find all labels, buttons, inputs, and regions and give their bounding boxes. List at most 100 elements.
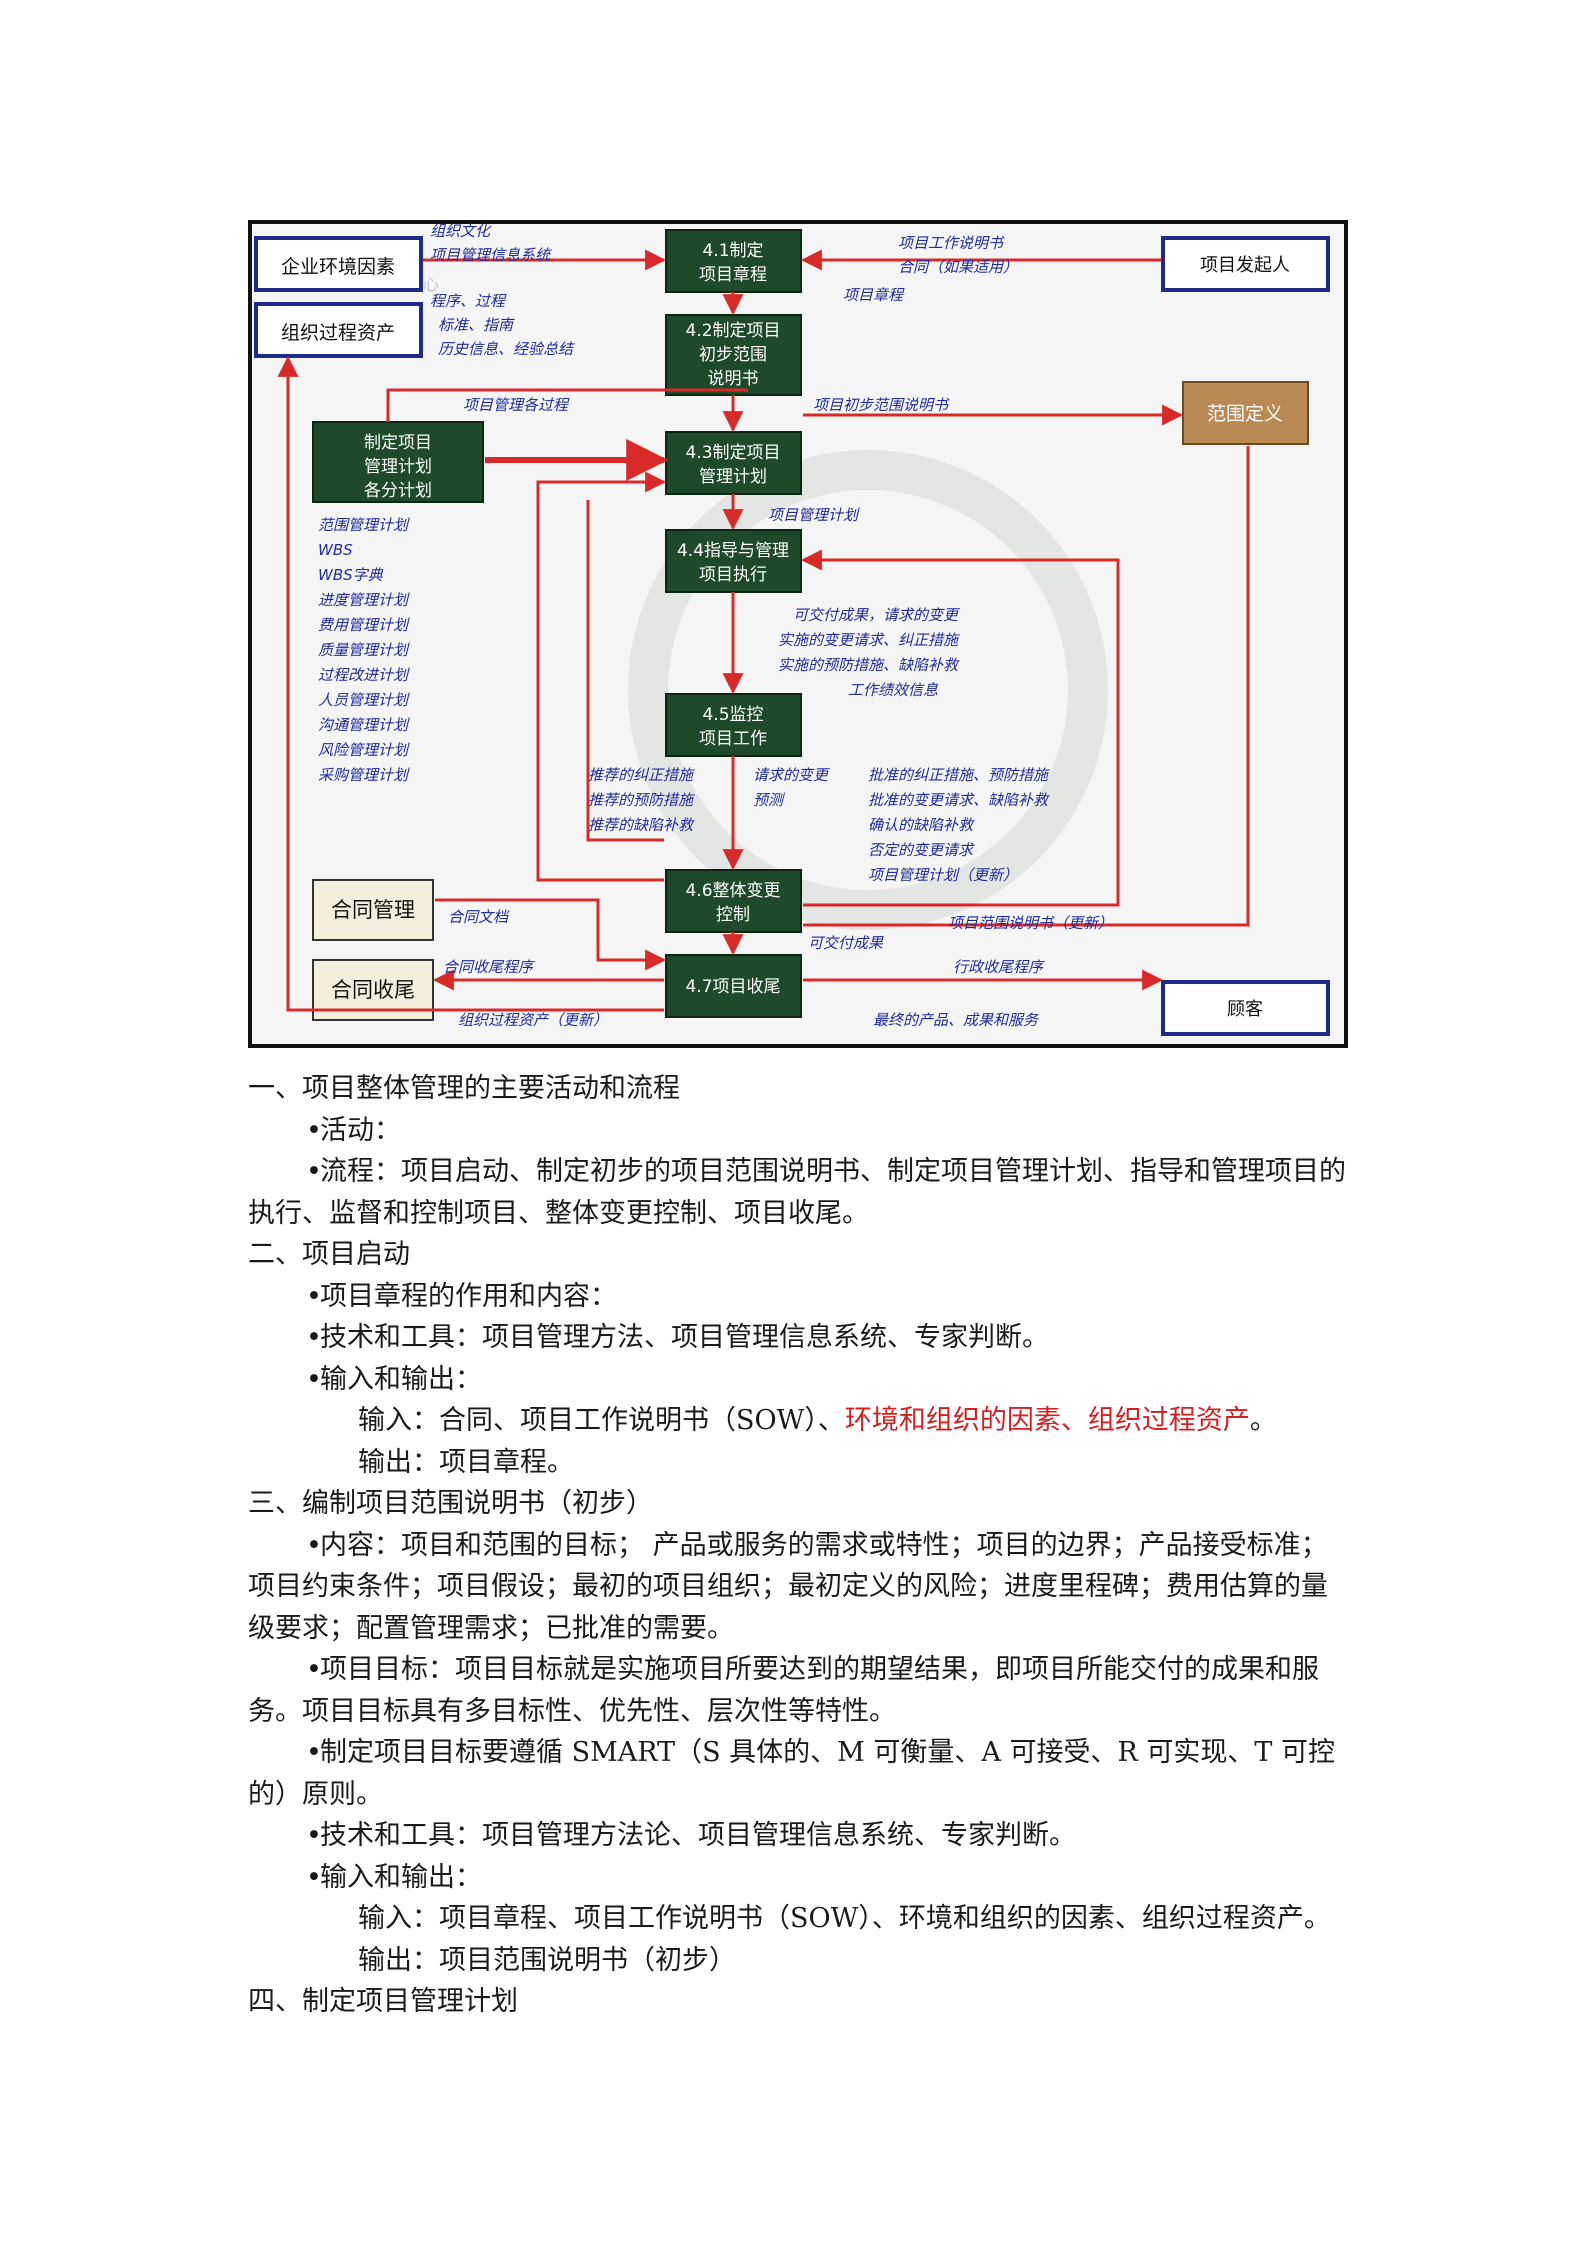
subplans-box bbox=[312, 421, 484, 503]
s3-io-line: •输入和输出： bbox=[306, 1861, 482, 1893]
svg-text:批准的变更请求、缺陷补救: 批准的变更请求、缺陷补救 bbox=[868, 791, 1050, 809]
svg-text:项目章程: 项目章程 bbox=[843, 286, 905, 304]
svg-text:否定的变更请求: 否定的变更请求 bbox=[868, 841, 975, 859]
process-4-6-box bbox=[665, 869, 802, 933]
sponsor-box: 项目发起人 bbox=[1161, 236, 1330, 292]
section-3-title: 三、编制项目范围说明书（初步） bbox=[248, 1488, 653, 1519]
org-assets-box: 组织过程资产 bbox=[254, 302, 423, 358]
svg-text:合同管理: 合同管理 bbox=[331, 898, 415, 922]
svg-text:实施的变更请求、纠正措施: 实施的变更请求、纠正措施 bbox=[778, 631, 960, 649]
svg-text:项目管理各过程: 项目管理各过程 bbox=[463, 396, 570, 414]
svg-text:确认的缺陷补救: 确认的缺陷补救 bbox=[868, 816, 975, 834]
svg-text:沟通管理计划: 沟通管理计划 bbox=[318, 716, 410, 734]
svg-text:控制: 控制 bbox=[716, 905, 750, 925]
svg-text:组织过程资产（更新）: 组织过程资产（更新） bbox=[458, 1011, 608, 1029]
s3-input-line: 输入：项目章程、项目工作说明书（SOW）、环境和组织的因素、组织过程资产。 bbox=[358, 1903, 1331, 1934]
svg-text:过程改进计划: 过程改进计划 bbox=[318, 666, 410, 684]
svg-text:可交付成果，请求的变更: 可交付成果，请求的变更 bbox=[793, 606, 960, 624]
s2-tools-line: •技术和工具：项目管理方法、项目管理信息系统、专家判断。 bbox=[306, 1322, 1049, 1353]
svg-text:行政收尾程序: 行政收尾程序 bbox=[953, 958, 1045, 976]
contract-management-box: 合同管理 bbox=[312, 879, 434, 941]
svg-text:管理计划: 管理计划 bbox=[699, 467, 767, 487]
process-4-5-box bbox=[665, 693, 802, 757]
svg-text:人员管理计划: 人员管理计划 bbox=[318, 691, 410, 709]
svg-text:费用管理计划: 费用管理计划 bbox=[318, 616, 410, 634]
svg-text:项目执行: 项目执行 bbox=[699, 565, 767, 585]
integration-management-flow-diagram: 希赛教育中心 企业环境因素 组织过程资产 项目发起人 顾客 范围定义 合同管理 … bbox=[248, 220, 1348, 1048]
svg-text:进度管理计划: 进度管理计划 bbox=[318, 591, 410, 609]
svg-text:批准的纠正措施、预防措施: 批准的纠正措施、预防措施 bbox=[868, 766, 1050, 784]
svg-text:历史信息、经验总结: 历史信息、经验总结 bbox=[438, 340, 575, 358]
svg-text:管理计划: 管理计划 bbox=[364, 457, 432, 477]
section-2-title: 二、项目启动 bbox=[248, 1239, 410, 1270]
s2-output-line: 输出：项目章程。 bbox=[358, 1446, 574, 1478]
s3-tools-line: •技术和工具：项目管理方法论、项目管理信息系统、专家判断。 bbox=[306, 1820, 1076, 1851]
s2-charter-line: •项目章程的作用和内容： bbox=[306, 1280, 617, 1312]
svg-text:4.7项目收尾: 4.7项目收尾 bbox=[685, 977, 780, 997]
svg-text:4.1制定: 4.1制定 bbox=[702, 241, 763, 261]
svg-text:组织过程资产: 组织过程资产 bbox=[281, 322, 395, 344]
svg-text:顾客: 顾客 bbox=[1227, 999, 1263, 1020]
s3-content-line: •内容：项目和范围的目标； 产品或服务的需求或特性；项目的边界；产品接受标准；项… bbox=[248, 1529, 1328, 1644]
section-1-title: 一、项目整体管理的主要活动和流程 bbox=[248, 1073, 680, 1104]
svg-text:4.4指导与管理: 4.4指导与管理 bbox=[677, 541, 789, 561]
s1-flow-line: •流程：项目启动、制定初步的项目范围说明书、制定项目管理计划、指导和管理项目的执… bbox=[248, 1156, 1346, 1229]
s3-smart-line: •制定项目目标要遵循 SMART（S 具体的、M 可衡量、A 可接受、R 可实现… bbox=[248, 1737, 1335, 1810]
process-4-7-box bbox=[665, 954, 802, 1018]
customer-box: 顾客 bbox=[1161, 980, 1330, 1036]
svg-text:4.5监控: 4.5监控 bbox=[702, 705, 763, 725]
watermark-logo bbox=[628, 450, 1108, 930]
svg-text:项目发起人: 项目发起人 bbox=[1200, 255, 1290, 276]
svg-text:推荐的预防措施: 推荐的预防措施 bbox=[588, 791, 695, 809]
svg-text:说明书: 说明书 bbox=[708, 369, 759, 389]
svg-text:采购管理计划: 采购管理计划 bbox=[318, 766, 410, 784]
s1-activity-line: •活动： bbox=[306, 1114, 401, 1146]
svg-text:推荐的缺陷补救: 推荐的缺陷补救 bbox=[588, 816, 695, 834]
svg-text:制定项目: 制定项目 bbox=[364, 433, 432, 453]
svg-text:程序、过程: 程序、过程 bbox=[430, 292, 507, 310]
svg-text:项目管理计划: 项目管理计划 bbox=[768, 506, 860, 524]
svg-text:项目工作: 项目工作 bbox=[699, 729, 767, 749]
svg-text:最终的产品、成果和服务: 最终的产品、成果和服务 bbox=[873, 1011, 1040, 1029]
svg-text:WBS字典: WBS字典 bbox=[318, 566, 384, 584]
svg-text:各分计划: 各分计划 bbox=[364, 481, 432, 501]
svg-text:4.3制定项目: 4.3制定项目 bbox=[685, 443, 780, 463]
svg-text:合同收尾: 合同收尾 bbox=[331, 978, 415, 1002]
svg-text:标准、指南: 标准、指南 bbox=[438, 316, 515, 334]
svg-text:企业环境因素: 企业环境因素 bbox=[281, 256, 395, 278]
svg-text:风险管理计划: 风险管理计划 bbox=[318, 741, 410, 759]
document-body: 一、项目整体管理的主要活动和流程 •活动： •流程：项目启动、制定初步的项目范围… bbox=[248, 1068, 1352, 2023]
scope-definition-box: 范围定义 bbox=[1182, 381, 1309, 445]
svg-text:可交付成果: 可交付成果 bbox=[808, 934, 884, 952]
svg-text:实施的预防措施、缺陷补救: 实施的预防措施、缺陷补救 bbox=[778, 656, 960, 674]
svg-text:项目管理计划（更新）: 项目管理计划（更新） bbox=[868, 866, 1018, 884]
svg-text:推荐的纠正措施: 推荐的纠正措施 bbox=[588, 766, 695, 784]
svg-text:初步范围: 初步范围 bbox=[699, 345, 767, 365]
svg-text:项目工作说明书: 项目工作说明书 bbox=[898, 234, 1005, 252]
s2-input-line: 输入：合同、项目工作说明书（SOW）、环境和组织的因素、组织过程资产。 bbox=[358, 1405, 1277, 1436]
s2-input-highlight: 环境和组织的因素、组织过程资产 bbox=[844, 1405, 1250, 1436]
svg-text:合同（如果适用）: 合同（如果适用） bbox=[898, 258, 1018, 276]
svg-text:合同文档: 合同文档 bbox=[448, 908, 510, 926]
svg-text:项目范围说明书（更新）: 项目范围说明书（更新） bbox=[948, 914, 1113, 932]
svg-text:项目管理信息系统: 项目管理信息系统 bbox=[430, 246, 552, 264]
svg-text:范围定义: 范围定义 bbox=[1207, 403, 1283, 425]
svg-text:项目章程: 项目章程 bbox=[699, 265, 767, 285]
s2-io-line: •输入和输出： bbox=[306, 1363, 482, 1395]
svg-text:范围管理计划: 范围管理计划 bbox=[318, 516, 410, 534]
section-4-title: 四、制定项目管理计划 bbox=[248, 1986, 518, 2017]
svg-text:WBS: WBS bbox=[318, 541, 353, 559]
s3-goal-line: •项目目标：项目目标就是实施项目所要达到的期望结果，即项目所能交付的成果和服务。… bbox=[248, 1654, 1319, 1727]
svg-text:工作绩效信息: 工作绩效信息 bbox=[848, 681, 938, 699]
env-factors-box: 企业环境因素 bbox=[254, 236, 423, 292]
svg-text:组织文化: 组织文化 bbox=[430, 222, 492, 240]
process-4-2-box bbox=[665, 314, 802, 396]
svg-text:预测: 预测 bbox=[753, 791, 786, 809]
svg-text:4.2制定项目: 4.2制定项目 bbox=[685, 321, 780, 341]
s3-output-line: 输出：项目范围说明书（初步） bbox=[358, 1944, 736, 1976]
process-4-3-box bbox=[665, 431, 802, 495]
svg-text:项目初步范围说明书: 项目初步范围说明书 bbox=[813, 396, 950, 414]
svg-text:请求的变更: 请求的变更 bbox=[753, 766, 830, 784]
svg-text:质量管理计划: 质量管理计划 bbox=[318, 641, 410, 659]
svg-text:4.6整体变更: 4.6整体变更 bbox=[685, 881, 780, 901]
